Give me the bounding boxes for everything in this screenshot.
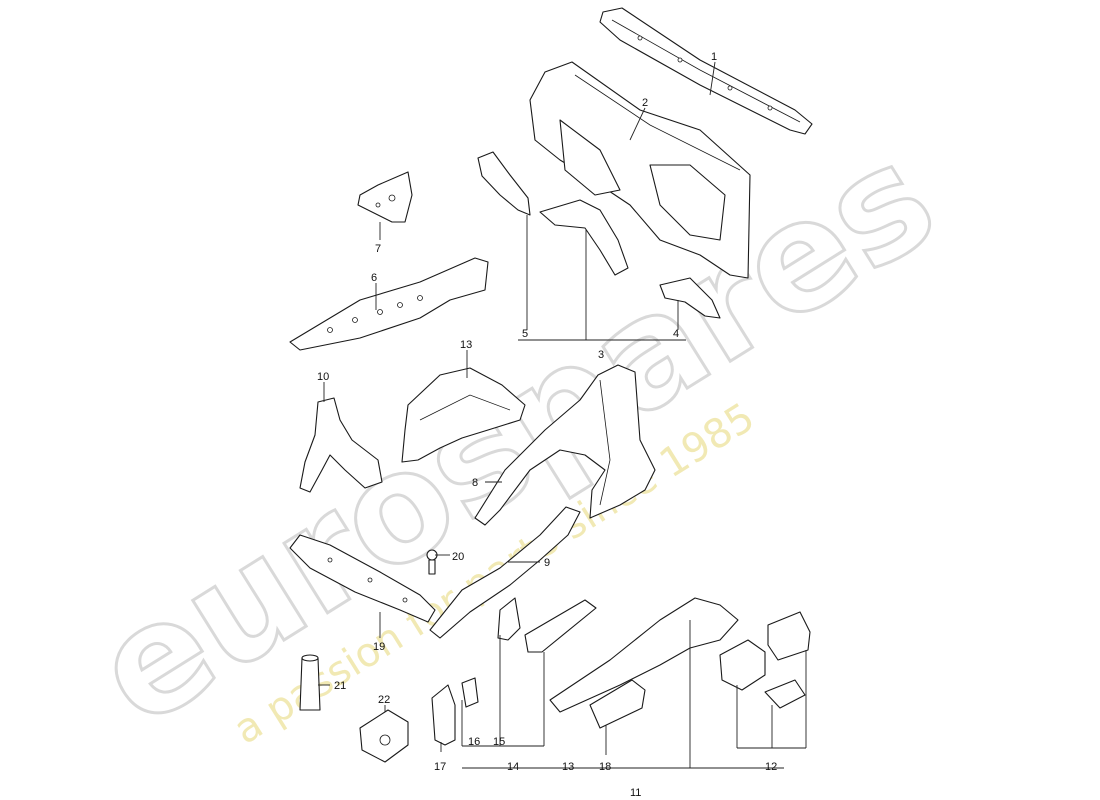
part-10-pillar-bracket (299, 397, 383, 493)
callout-labels: 1 2 3 4 5 6 7 8 9 10 11 12 13 13 14 15 1… (317, 51, 777, 799)
callout-20: 20 (452, 551, 464, 563)
part-6-crossmember (289, 257, 489, 351)
callout-18: 18 (599, 761, 611, 773)
callout-3: 3 (598, 349, 604, 361)
part-9-sill-arch (429, 506, 581, 639)
part-16-clip (461, 677, 479, 708)
part-3-inner-panel (539, 199, 629, 276)
part-11-main-rail (549, 597, 739, 713)
callout-14: 14 (507, 761, 519, 773)
callout-1: 1 (711, 51, 717, 63)
part-12-brackets (719, 611, 811, 709)
part-17-bracket (431, 684, 456, 746)
part-19-crossmember (289, 534, 436, 623)
callout-2: 2 (642, 97, 648, 109)
callout-9: 9 (544, 557, 550, 569)
part-4-bracket (659, 277, 721, 319)
part-21-sleeve (299, 654, 321, 711)
part-22-mount (359, 709, 409, 763)
callout-6: 6 (371, 272, 377, 284)
part-20-bolt (426, 549, 438, 575)
callout-16: 16 (468, 736, 480, 748)
callout-13-lower: 13 (562, 761, 574, 773)
part-8-a-pillar (474, 364, 656, 526)
callout-13-upper: 13 (460, 339, 472, 351)
part-15-bracket (497, 597, 521, 641)
callout-12: 12 (765, 761, 777, 773)
leader-lines (318, 61, 807, 769)
part-7-gusset (357, 171, 413, 223)
callout-21: 21 (334, 680, 346, 692)
callout-10: 10 (317, 371, 329, 383)
callout-8: 8 (472, 477, 478, 489)
part-14-sill-rail (524, 599, 597, 653)
callout-4: 4 (673, 328, 679, 340)
callout-15: 15 (493, 736, 505, 748)
part-2-bulkhead (529, 61, 751, 279)
callout-22: 22 (378, 694, 390, 706)
callout-17: 17 (434, 761, 446, 773)
part-5-bracket (477, 151, 531, 216)
callout-5: 5 (522, 328, 528, 340)
part-18-rail (589, 679, 646, 729)
part-1-cowl-panel (599, 7, 813, 135)
callout-11: 11 (630, 787, 641, 799)
callout-19: 19 (373, 641, 385, 653)
callout-7: 7 (375, 243, 381, 255)
part-13-wheelhouse (401, 367, 526, 463)
